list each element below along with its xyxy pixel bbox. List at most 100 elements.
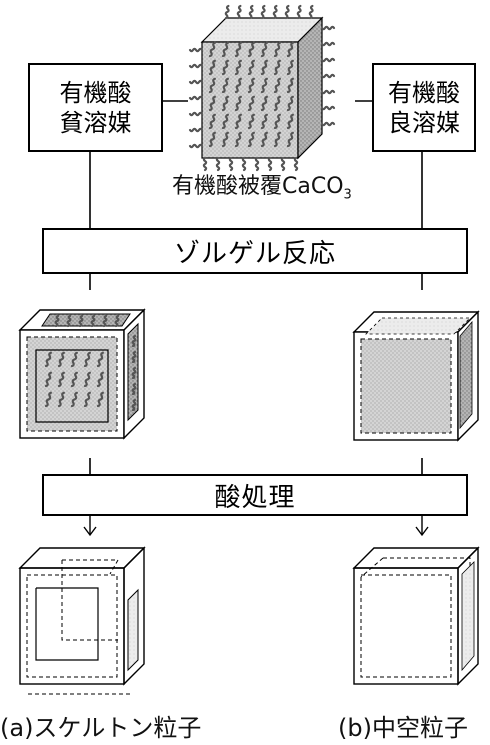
- acid-chain: [188, 111, 204, 117]
- acid-chain: [54, 314, 60, 328]
- acid-chain: [247, 41, 255, 58]
- acid-chain: [44, 371, 52, 388]
- good-solvent-line2: 良溶媒: [388, 108, 460, 137]
- acid-chain: [131, 398, 137, 412]
- acid-chain: [208, 113, 216, 130]
- acid-chain: [293, 156, 299, 172]
- poor-solvent-line2: 貧溶媒: [59, 108, 132, 137]
- acid-chain: [102, 314, 108, 328]
- sol-gel-cube-good-solvent: [352, 310, 480, 442]
- acid-chain: [273, 95, 281, 112]
- acid-chain: [221, 113, 229, 130]
- coated-caco3-cube: [188, 4, 336, 172]
- acid-chain: [267, 156, 273, 172]
- acid-chain: [208, 77, 216, 94]
- sol-gel-cube-poor-solvent: [18, 308, 146, 440]
- acid-chain: [320, 89, 336, 95]
- acid-chain: [320, 57, 336, 63]
- acid-chain: [247, 77, 255, 94]
- acid-chain: [202, 156, 208, 172]
- acid-chain: [90, 314, 96, 328]
- acid-chain: [234, 131, 242, 148]
- acid-chain: [57, 391, 65, 408]
- acid-chain: [260, 113, 268, 130]
- acid-chain: [188, 95, 204, 101]
- acid-chain: [260, 77, 268, 94]
- coated-caco3-subscript: 3: [343, 187, 352, 203]
- acid-chain: [83, 391, 91, 408]
- acid-chain: [70, 351, 78, 368]
- acid-chain: [280, 156, 286, 172]
- acid-chain: [286, 77, 294, 94]
- acid-chain: [247, 113, 255, 130]
- acid-chain: [188, 79, 204, 85]
- acid-chain: [188, 127, 204, 133]
- skeleton-particle-label: (a)スケルトン粒子: [0, 714, 202, 742]
- organic-acid-chains: [44, 314, 137, 412]
- acid-chain: [83, 371, 91, 388]
- acid-chain: [78, 314, 84, 328]
- acid-chain: [224, 4, 230, 20]
- acid-chain: [320, 73, 336, 79]
- acid-chain: [234, 77, 242, 94]
- acid-chain: [96, 391, 104, 408]
- acid-chain: [57, 371, 65, 388]
- acid-chain: [254, 156, 260, 172]
- acid-chain: [215, 156, 221, 172]
- acid-chain: [70, 371, 78, 388]
- acid-chain: [44, 351, 52, 368]
- acid-chain: [247, 131, 255, 148]
- acid-chain: [221, 41, 229, 58]
- organic-acid-chains: [188, 4, 336, 172]
- connector-lines: [89, 100, 423, 474]
- acid-chain: [208, 41, 216, 58]
- acid-chain: [70, 391, 78, 408]
- acid-chain: [208, 59, 216, 76]
- acid-chain: [66, 314, 72, 328]
- acid-treatment-box: 酸処理: [42, 474, 468, 516]
- coated-caco3-text: 有機酸被覆CaCO: [172, 174, 344, 199]
- hollow-particle-label: (b)中空粒子: [338, 714, 468, 742]
- acid-chain: [320, 41, 336, 47]
- acid-chain: [260, 95, 268, 112]
- acid-chain: [320, 121, 336, 127]
- acid-chain: [188, 47, 204, 53]
- acid-chain: [320, 105, 336, 111]
- acid-chain: [234, 95, 242, 112]
- acid-chain: [260, 41, 268, 58]
- acid-chain: [221, 131, 229, 148]
- acid-chain: [44, 391, 52, 408]
- hollow-particle: [352, 546, 480, 686]
- acid-chain: [228, 156, 234, 172]
- acid-chain: [114, 314, 120, 328]
- acid-chain: [247, 59, 255, 76]
- acid-chain: [188, 143, 204, 149]
- acid-chain: [234, 113, 242, 130]
- acid-chain: [273, 41, 281, 58]
- coated-caco3-label: 有機酸被覆CaCO3: [172, 168, 352, 202]
- poor-solvent-box: 有機酸 貧溶媒: [28, 63, 163, 152]
- acid-chain: [236, 4, 242, 20]
- sol-gel-reaction-box: ゾルゲル反応: [42, 228, 468, 274]
- acid-chain: [260, 131, 268, 148]
- acid-chain: [131, 334, 137, 348]
- acid-chain: [96, 351, 104, 368]
- acid-chain: [260, 59, 268, 76]
- acid-chain: [286, 113, 294, 130]
- acid-chain: [272, 4, 278, 20]
- acid-chain: [273, 113, 281, 130]
- acid-chain: [83, 351, 91, 368]
- acid-chain: [273, 59, 281, 76]
- acid-chain: [188, 63, 204, 69]
- acid-chain: [241, 156, 247, 172]
- acid-chain: [57, 351, 65, 368]
- acid-chain: [131, 382, 137, 396]
- good-solvent-box: 有機酸 良溶媒: [372, 63, 476, 152]
- acid-chain: [247, 95, 255, 112]
- acid-chain: [286, 41, 294, 58]
- acid-chain: [286, 59, 294, 76]
- acid-chain: [96, 371, 104, 388]
- poor-solvent-line1: 有機酸: [59, 78, 132, 107]
- skeleton-particle: [18, 546, 146, 695]
